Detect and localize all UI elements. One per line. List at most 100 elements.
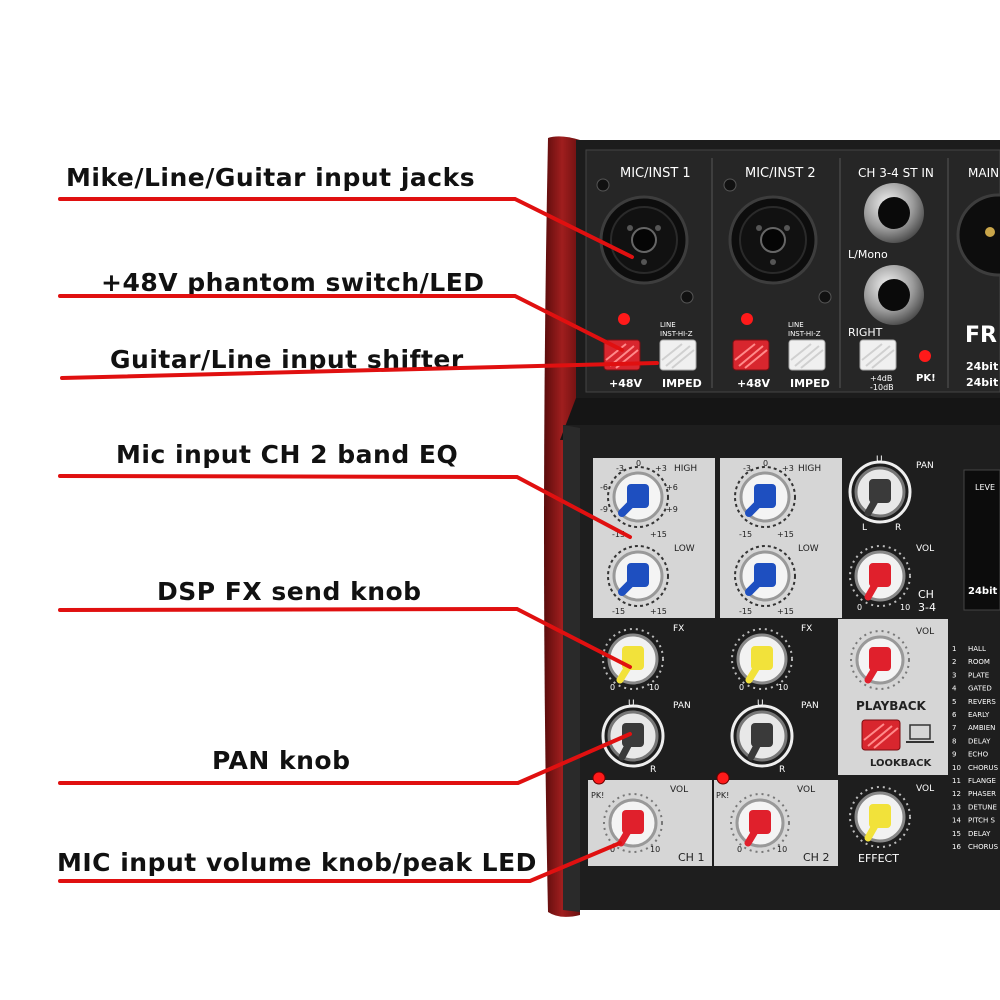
effect-name: AMBIEN bbox=[968, 724, 995, 732]
label-24bit-b: 24bit bbox=[966, 376, 998, 389]
eq-scale-m15-2b: -15 bbox=[739, 607, 752, 616]
label-fx-1: FX bbox=[673, 624, 684, 634]
combo-jack-2[interactable] bbox=[723, 178, 832, 304]
phantom-switch-2[interactable] bbox=[732, 339, 770, 371]
label-ch2: CH 2 bbox=[803, 851, 829, 864]
callout-phantom-switch: +48V phantom switch/LED bbox=[101, 268, 485, 297]
eq-scale-m15-1b: -15 bbox=[612, 607, 625, 616]
label-inst-2: INST-HI-Z bbox=[788, 330, 821, 338]
label-vol-playback: VOL bbox=[916, 627, 934, 637]
label-playback: PLAYBACK bbox=[856, 699, 927, 713]
eq-scale-p6-1: +6 bbox=[666, 483, 678, 492]
peak-led-ch1 bbox=[592, 771, 606, 785]
label-pan-1: PAN bbox=[673, 701, 691, 711]
label-plus4db: +4dB bbox=[870, 374, 892, 383]
callout-volume: MIC input volume knob/peak LED bbox=[57, 848, 537, 877]
eq-low-knob-1[interactable] bbox=[607, 545, 669, 607]
label-level: LEVE bbox=[975, 483, 995, 492]
effect-name: REVERS bbox=[968, 698, 996, 706]
effect-name: PLATE bbox=[968, 671, 989, 679]
effect-name: CHORUS bbox=[968, 843, 999, 851]
label-l-ch34: L bbox=[862, 523, 867, 533]
label-vol-zero-1: 0 bbox=[610, 845, 615, 854]
effect-number: 5 bbox=[952, 698, 956, 706]
label-vol-zero-2: 0 bbox=[737, 845, 742, 854]
label-r-ch34: R bbox=[895, 523, 901, 533]
label-34-ch34: 3-4 bbox=[918, 601, 936, 614]
effect-number: 1 bbox=[952, 645, 956, 653]
label-r-2: R bbox=[779, 765, 785, 775]
label-vol-ten-2: 10 bbox=[777, 845, 787, 854]
leader-line-pan bbox=[58, 732, 632, 785]
label-low-1: LOW bbox=[674, 544, 695, 554]
effect-name: HALL bbox=[968, 645, 986, 653]
label-effect: EFFECT bbox=[858, 852, 899, 865]
label-fx-ten-2: 10 bbox=[778, 683, 788, 692]
effect-knob[interactable] bbox=[849, 786, 911, 848]
label-vol-ch2: VOL bbox=[797, 785, 815, 795]
fx-knob-2[interactable] bbox=[731, 628, 793, 690]
vol-knob-ch2[interactable] bbox=[730, 793, 790, 853]
eq-scale-p15-1: +15 bbox=[650, 530, 667, 539]
eq-scale-m3-1: -3 bbox=[616, 464, 624, 473]
effect-number: 9 bbox=[952, 751, 956, 759]
callout-eq: Mic input CH 2 band EQ bbox=[116, 440, 459, 469]
leader-line-fx bbox=[58, 606, 632, 669]
imped-switch-1[interactable] bbox=[659, 339, 697, 371]
label-24bit-a: 24bit bbox=[966, 360, 998, 373]
vol-knob-ch1[interactable] bbox=[603, 793, 663, 853]
jack-left-mono[interactable] bbox=[864, 183, 924, 243]
playback-vol-knob[interactable] bbox=[850, 630, 910, 690]
eq-high-knob-2[interactable] bbox=[734, 466, 796, 528]
label-high-1: HIGH bbox=[674, 464, 697, 474]
leader-line-phantom bbox=[58, 294, 624, 352]
label-l-mono: L/Mono bbox=[848, 248, 888, 261]
label-pan-ch34: PAN bbox=[916, 461, 934, 471]
callout-fx-send: DSP FX send knob bbox=[157, 577, 422, 606]
eq-scale-p15-2b: +15 bbox=[777, 607, 794, 616]
leader-line-jacks bbox=[58, 197, 634, 259]
eq-scale-p15-2: +15 bbox=[777, 530, 794, 539]
label-line-1: LINE bbox=[660, 321, 676, 329]
label-inst-1: INST-HI-Z bbox=[660, 330, 693, 338]
label-24bit-c: 24bit bbox=[968, 586, 998, 597]
level-switch-ch34[interactable] bbox=[859, 339, 897, 371]
pan-knob-1[interactable] bbox=[601, 704, 665, 768]
pan-knob-ch34[interactable] bbox=[848, 460, 912, 524]
effect-number: 7 bbox=[952, 724, 956, 732]
eq-scale-m6-1: -6 bbox=[600, 483, 608, 492]
effect-number: 13 bbox=[952, 803, 961, 811]
usb-laptop-icon bbox=[906, 724, 934, 743]
main-output-jack[interactable] bbox=[956, 193, 1000, 277]
effect-name: PHASER bbox=[968, 790, 996, 798]
eq-scale-0-1: 0 bbox=[636, 459, 641, 468]
label-fx-2: FX bbox=[801, 624, 812, 634]
label-vol-ch34: VOL bbox=[916, 544, 934, 554]
vol-knob-ch34[interactable] bbox=[849, 545, 911, 607]
lookback-switch[interactable] bbox=[861, 719, 901, 751]
eq-scale-p15-1b: +15 bbox=[650, 607, 667, 616]
effect-name: DELAY bbox=[968, 737, 991, 745]
label-ch1: CH 1 bbox=[678, 851, 704, 864]
label-pan-2: PAN bbox=[801, 701, 819, 711]
imped-switch-2[interactable] bbox=[788, 339, 826, 371]
label-pk-ch1: PK! bbox=[591, 791, 604, 800]
leader-line-vol bbox=[58, 841, 622, 883]
eq-low-knob-2[interactable] bbox=[734, 545, 796, 607]
eq-scale-m3-2: -3 bbox=[743, 464, 751, 473]
label-r-1: R bbox=[650, 765, 656, 775]
label-vol-ten-1: 10 bbox=[650, 845, 660, 854]
effect-number: 15 bbox=[952, 830, 961, 838]
brand-logo: FR bbox=[965, 323, 997, 348]
leader-line-shifter bbox=[60, 361, 659, 380]
pan-knob-2[interactable] bbox=[730, 704, 794, 768]
effect-number: 6 bbox=[952, 711, 957, 719]
effect-name: DETUNE bbox=[968, 803, 997, 811]
label-u-2: U bbox=[757, 699, 764, 709]
label-vol-effect: VOL bbox=[916, 784, 934, 794]
effect-name: ROOM bbox=[968, 658, 990, 666]
eq-high-knob-1[interactable] bbox=[607, 466, 669, 528]
jack-right[interactable] bbox=[864, 265, 924, 325]
effect-number: 11 bbox=[952, 777, 961, 785]
